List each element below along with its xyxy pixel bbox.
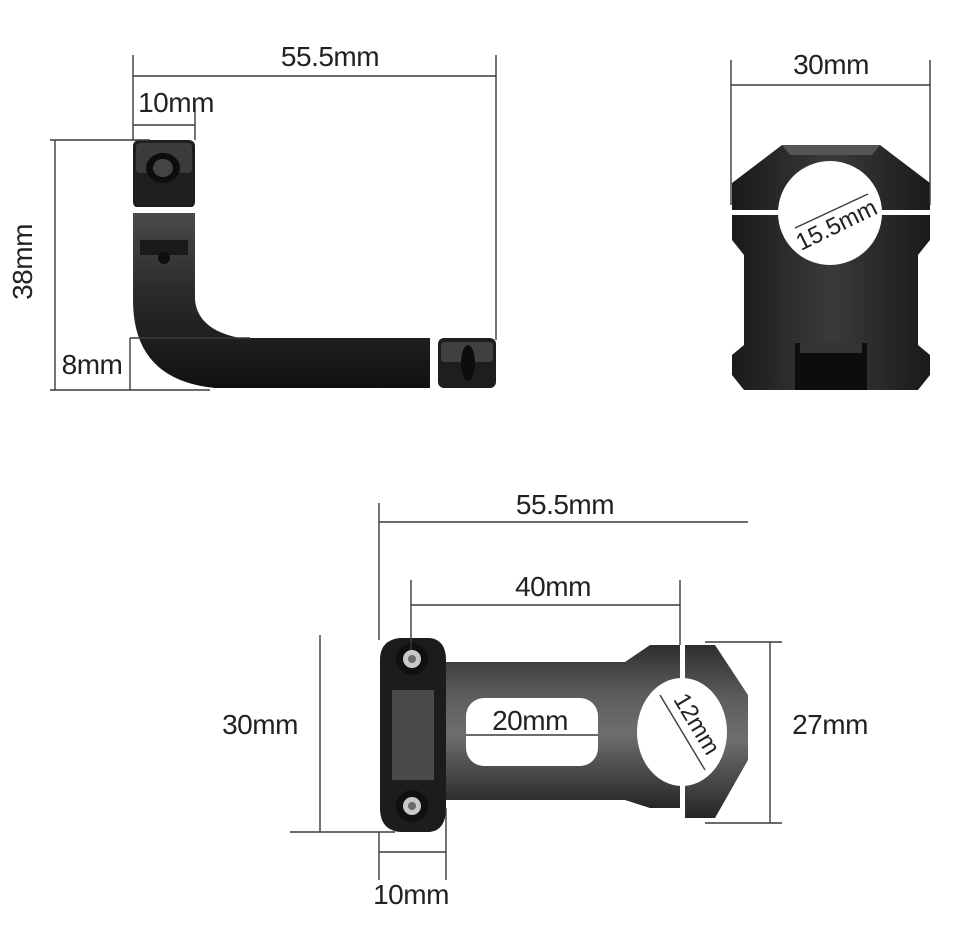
top-center-distance-label: 40mm	[515, 571, 591, 602]
side-overall-width-label: 55.5mm	[281, 41, 379, 72]
side-height-label: 38mm	[7, 224, 38, 300]
top-overall-length-label: 55.5mm	[516, 489, 614, 520]
top-clamp-width-label: 10mm	[373, 879, 449, 910]
end-width-label: 30mm	[793, 49, 869, 80]
side-view: 55.5mm 10mm 38mm 8mm	[7, 41, 497, 391]
top-end-height-label: 27mm	[792, 709, 868, 740]
top-view-part	[380, 638, 748, 832]
top-slot-length-label: 20mm	[492, 705, 568, 736]
side-clamp-width-label: 10mm	[138, 87, 214, 118]
end-view-part	[730, 145, 932, 390]
end-view: 30mm 15.5mm	[730, 49, 932, 390]
top-clamp-height-label: 30mm	[222, 709, 298, 740]
side-view-part	[133, 140, 496, 388]
top-view: 55.5mm 40mm 20mm 12mm 30mm 27mm 10mm	[222, 489, 868, 910]
side-arm-thickness-label: 8mm	[62, 349, 123, 380]
